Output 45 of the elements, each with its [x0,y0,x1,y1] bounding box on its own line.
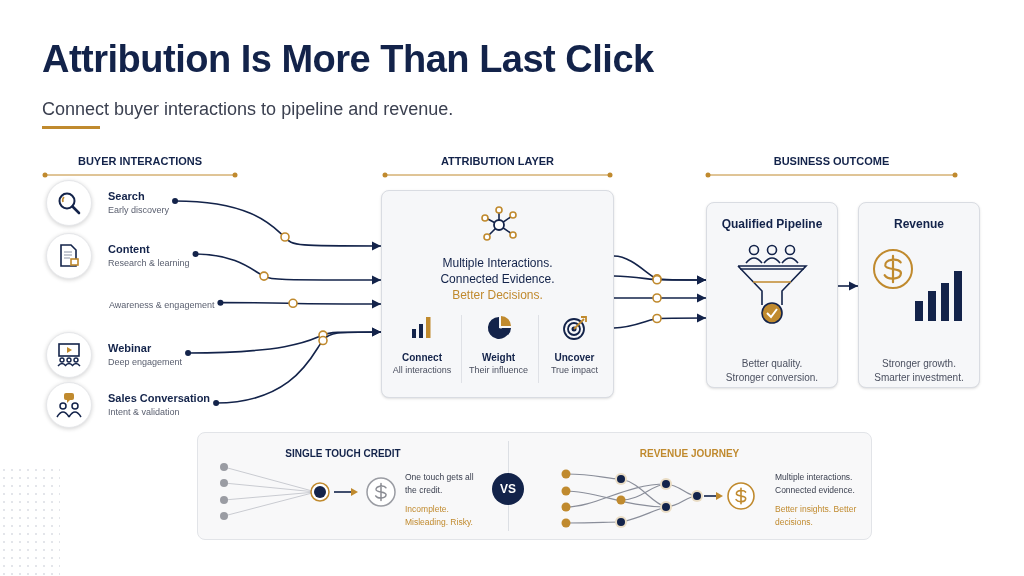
channel-description: Early discovery [108,205,170,217]
channel-description: Research & learning [108,258,190,270]
connector-arrow [613,275,707,285]
subtitle: Connect buyer interactions to pipeline and revenue. [42,98,454,121]
channel-name: Sales Conversation [108,391,211,406]
card-title: Qualified Pipeline [721,216,823,233]
channel-description: Deep engagement [108,357,183,369]
channel-name: Search [108,189,146,204]
card-title: Revenue [894,216,944,233]
title: Attribution Is More Than Last Click [42,40,654,78]
panel-statement: Multiple Interactions. Connected Evidence. [439,255,556,287]
connector-arrow [213,327,382,406]
step-title: Uncover [554,351,595,364]
section-heading: BUSINESS OUTCOME [772,154,891,169]
card-description: Better quality. Stronger conversion. [724,357,820,385]
connector-arrow [837,281,859,291]
outcome-card [858,202,980,388]
step-description: True impact [550,364,599,377]
comparison-heading: SINGLE TOUCH CREDIT [284,447,402,461]
connector-arrow [192,251,382,285]
connector-arrow [217,298,382,309]
section-heading: BUYER INTERACTIONS [76,154,204,169]
channel-description: Intent & validation [108,407,181,419]
comparison-heading: REVENUE JOURNEY [638,447,741,461]
step-title: Weight [481,351,516,364]
step-description: All interactions [392,364,452,377]
channel-name: Webinar [108,341,153,356]
channel-description: Awareness & engagement [109,300,215,312]
outcome-card [706,202,838,388]
section-heading: ATTRIBUTION LAYER [439,154,556,169]
vs-badge: VS [492,473,524,505]
connector-arrow [172,198,382,251]
comparison-verdict: Better insights. Better decisions. [775,503,858,529]
connector-arrow [613,313,707,329]
panel-highlight: Better Decisions. [452,287,543,303]
connector-arrow [613,293,707,303]
comparison-card [197,432,872,540]
comparison-note: One touch gets all the credit. [405,471,475,497]
step-description: Their influence [468,364,528,377]
comparison-verdict: Incomplete. Misleading. Risky. [405,503,474,529]
card-description: Stronger growth. Smarter investment. [873,357,965,385]
comparison-note: Multiple interactions. Connected evidence. [775,471,856,497]
channel-name: Content [108,242,151,257]
step-title: Connect [402,351,442,364]
attribution-panel [381,190,614,398]
